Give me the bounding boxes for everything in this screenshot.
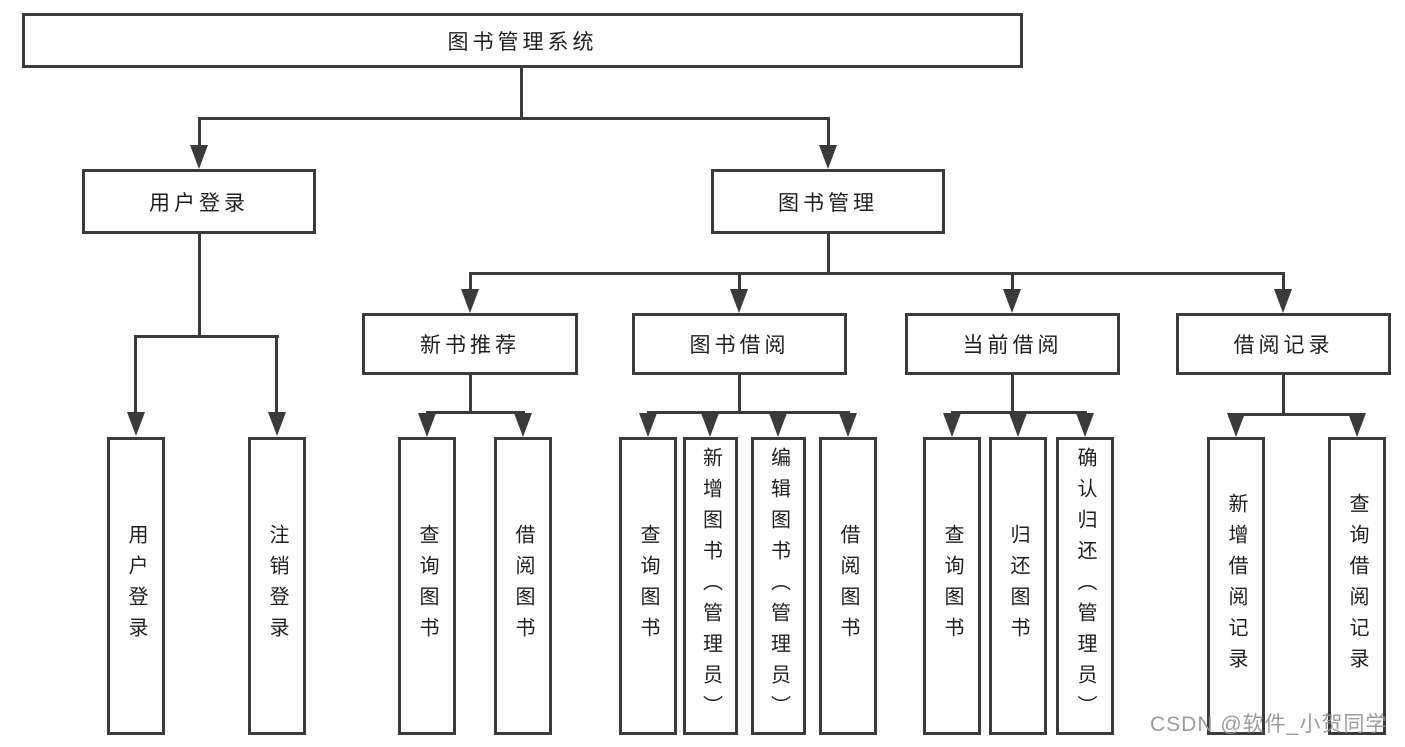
connector-borrow-stem — [738, 373, 741, 414]
leaf-add-book-admin: 新增图书（管理员） — [683, 437, 738, 735]
leaf-edit-book-admin: 编辑图书（管理员） — [751, 437, 806, 735]
leaf-user-login: 用户登录 — [107, 437, 165, 735]
leaf-query-book-recommend: 查询图书 — [398, 437, 456, 735]
connector-to-new-book-recommend — [469, 272, 472, 292]
connector-to-borrow-records — [1282, 272, 1285, 292]
leaf-borrow-book-recommend: 借阅图书 — [494, 437, 552, 735]
node-current-borrow: 当前借阅 — [905, 313, 1120, 375]
leaf-add-book-admin-label: 新增图书（管理员） — [699, 446, 722, 726]
leaf-query-borrow-record: 查询借阅记录 — [1328, 437, 1386, 735]
leaf-borrow-book-borrow-label: 借阅图书 — [837, 524, 859, 648]
connector-records-stem — [1282, 373, 1285, 416]
arrowhead-add-borrow-record — [1227, 413, 1245, 437]
connector-borrow-split — [647, 411, 850, 414]
arrowhead-query-borrow-record — [1348, 413, 1366, 437]
node-borrow-records: 借阅记录 — [1176, 313, 1391, 375]
connector-user-login-split — [135, 335, 279, 338]
connector-to-current-borrow — [1011, 272, 1014, 292]
leaf-return-book: 归还图书 — [989, 437, 1047, 735]
connector-user-login-stem — [198, 232, 201, 338]
connector-recommend-stem — [469, 373, 472, 414]
node-library-system: 图书管理系统 — [22, 13, 1023, 68]
leaf-add-borrow-record: 新增借阅记录 — [1207, 437, 1265, 735]
connector-to-leaf-user-login — [134, 335, 137, 412]
leaf-confirm-return-admin-label: 确认归还（管理员） — [1074, 446, 1096, 726]
arrowhead-book-management — [819, 145, 837, 169]
arrowhead-leaf-logout — [268, 412, 286, 436]
node-book-borrow: 图书借阅 — [632, 313, 847, 375]
node-user-login: 用户登录 — [82, 169, 316, 234]
leaf-query-borrow-record-label: 查询借阅记录 — [1346, 493, 1368, 679]
connector-to-book-borrow — [738, 272, 741, 292]
arrowhead-borrow-records — [1274, 289, 1292, 313]
connector-to-book-management — [827, 117, 830, 148]
arrowhead-query-book-current — [943, 413, 961, 437]
arrowhead-new-book-recommend — [461, 289, 479, 313]
leaf-query-book-recommend-label: 查询图书 — [416, 524, 438, 648]
arrowhead-confirm-return-admin — [1076, 413, 1094, 437]
connector-to-leaf-logout — [275, 335, 278, 412]
arrowhead-leaf-user-login — [127, 412, 145, 436]
connector-current-split — [951, 411, 1087, 414]
leaf-borrow-book-recommend-label: 借阅图书 — [512, 524, 534, 648]
node-new-book-recommend: 新书推荐 — [362, 313, 578, 375]
node-book-management: 图书管理 — [711, 169, 945, 234]
arrowhead-query-book-borrow — [639, 413, 657, 437]
arrowhead-current-borrow — [1003, 289, 1021, 313]
connector-records-split — [1235, 413, 1359, 416]
connector-current-stem — [1011, 373, 1014, 414]
arrowhead-query-book-recommend — [418, 413, 436, 437]
arrowhead-add-book-admin — [701, 413, 719, 437]
arrowhead-user-login — [190, 145, 208, 169]
leaf-query-book-current: 查询图书 — [923, 437, 981, 735]
leaf-edit-book-admin-label: 编辑图书（管理员） — [767, 446, 790, 726]
leaf-return-book-label: 归还图书 — [1007, 524, 1029, 648]
arrowhead-borrow-book-recommend — [514, 413, 532, 437]
connector-book-management-split — [469, 272, 1285, 275]
arrowhead-edit-book-admin — [769, 413, 787, 437]
leaf-confirm-return-admin: 确认归还（管理员） — [1056, 437, 1114, 735]
leaf-query-book-borrow: 查询图书 — [619, 437, 677, 735]
leaf-query-book-borrow-label: 查询图书 — [637, 524, 659, 648]
leaf-add-borrow-record-label: 新增借阅记录 — [1225, 493, 1247, 679]
leaf-logout: 注销登录 — [248, 437, 306, 735]
leaf-user-login-label: 用户登录 — [125, 524, 147, 648]
connector-to-user-login — [198, 117, 201, 148]
arrowhead-borrow-book-borrow — [839, 413, 857, 437]
connector-root-split — [198, 117, 830, 120]
connector-book-management-stem — [827, 232, 830, 275]
arrowhead-return-book — [1009, 413, 1027, 437]
leaf-query-book-current-label: 查询图书 — [941, 524, 963, 648]
leaf-borrow-book-borrow: 借阅图书 — [819, 437, 877, 735]
arrowhead-book-borrow — [730, 289, 748, 313]
connector-root-stem — [520, 66, 523, 120]
connector-recommend-split — [426, 411, 525, 414]
leaf-logout-label: 注销登录 — [266, 524, 288, 648]
csdn-watermark: CSDN @软件_小贺同学 — [1150, 713, 1388, 736]
